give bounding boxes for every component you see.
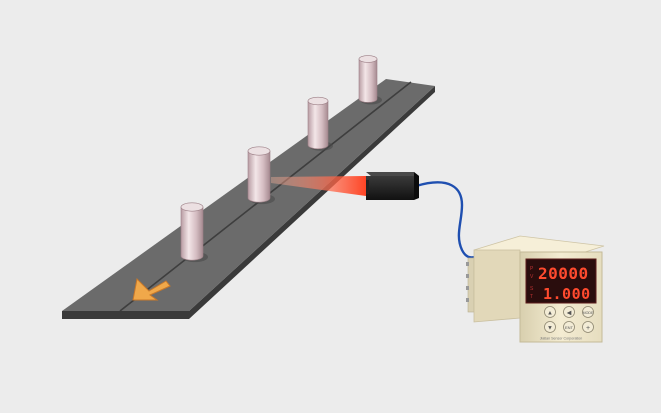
side-mark-t: T bbox=[530, 294, 533, 300]
key-down-button[interactable]: ▼ bbox=[544, 321, 556, 333]
key-left-label: ◀ bbox=[567, 311, 572, 317]
display-window bbox=[525, 258, 597, 304]
side-mark-p: P bbox=[530, 266, 534, 272]
key-plus-button[interactable]: + bbox=[582, 321, 594, 333]
bottle bbox=[358, 55, 382, 105]
side-mark-v: V bbox=[530, 274, 534, 280]
digital-counter-meter: P V S T 20000 1.000 ▲ ◀ MODE ▼ ENT + bbox=[466, 235, 605, 343]
key-plus-label: + bbox=[586, 325, 590, 332]
terminal-block bbox=[466, 257, 475, 313]
display-top-value: 20000 bbox=[538, 264, 589, 283]
key-mode-button[interactable]: MODE bbox=[582, 306, 594, 318]
key-mode-label: MODE bbox=[583, 311, 594, 315]
photoelectric-sensor bbox=[366, 172, 419, 200]
sensor-beam bbox=[271, 176, 366, 196]
key-up-button[interactable]: ▲ bbox=[544, 306, 556, 318]
key-down-label: ▼ bbox=[547, 326, 553, 332]
sensor-cable bbox=[414, 181, 484, 259]
bottle bbox=[247, 146, 275, 205]
side-mark-s: S bbox=[530, 286, 534, 292]
direction-arrow-icon bbox=[132, 277, 171, 301]
key-ent-button[interactable]: ENT bbox=[563, 321, 575, 333]
key-ent-label: ENT bbox=[565, 325, 574, 330]
key-left-button[interactable]: ◀ bbox=[563, 306, 575, 318]
display-bottom-value: 1.000 bbox=[543, 285, 591, 303]
bottle bbox=[307, 96, 333, 151]
bottles-group bbox=[180, 55, 382, 263]
bottle bbox=[180, 202, 208, 263]
key-up-label: ▲ bbox=[547, 311, 553, 317]
brand-label: Jiatian Sensor Corporation bbox=[540, 337, 583, 341]
